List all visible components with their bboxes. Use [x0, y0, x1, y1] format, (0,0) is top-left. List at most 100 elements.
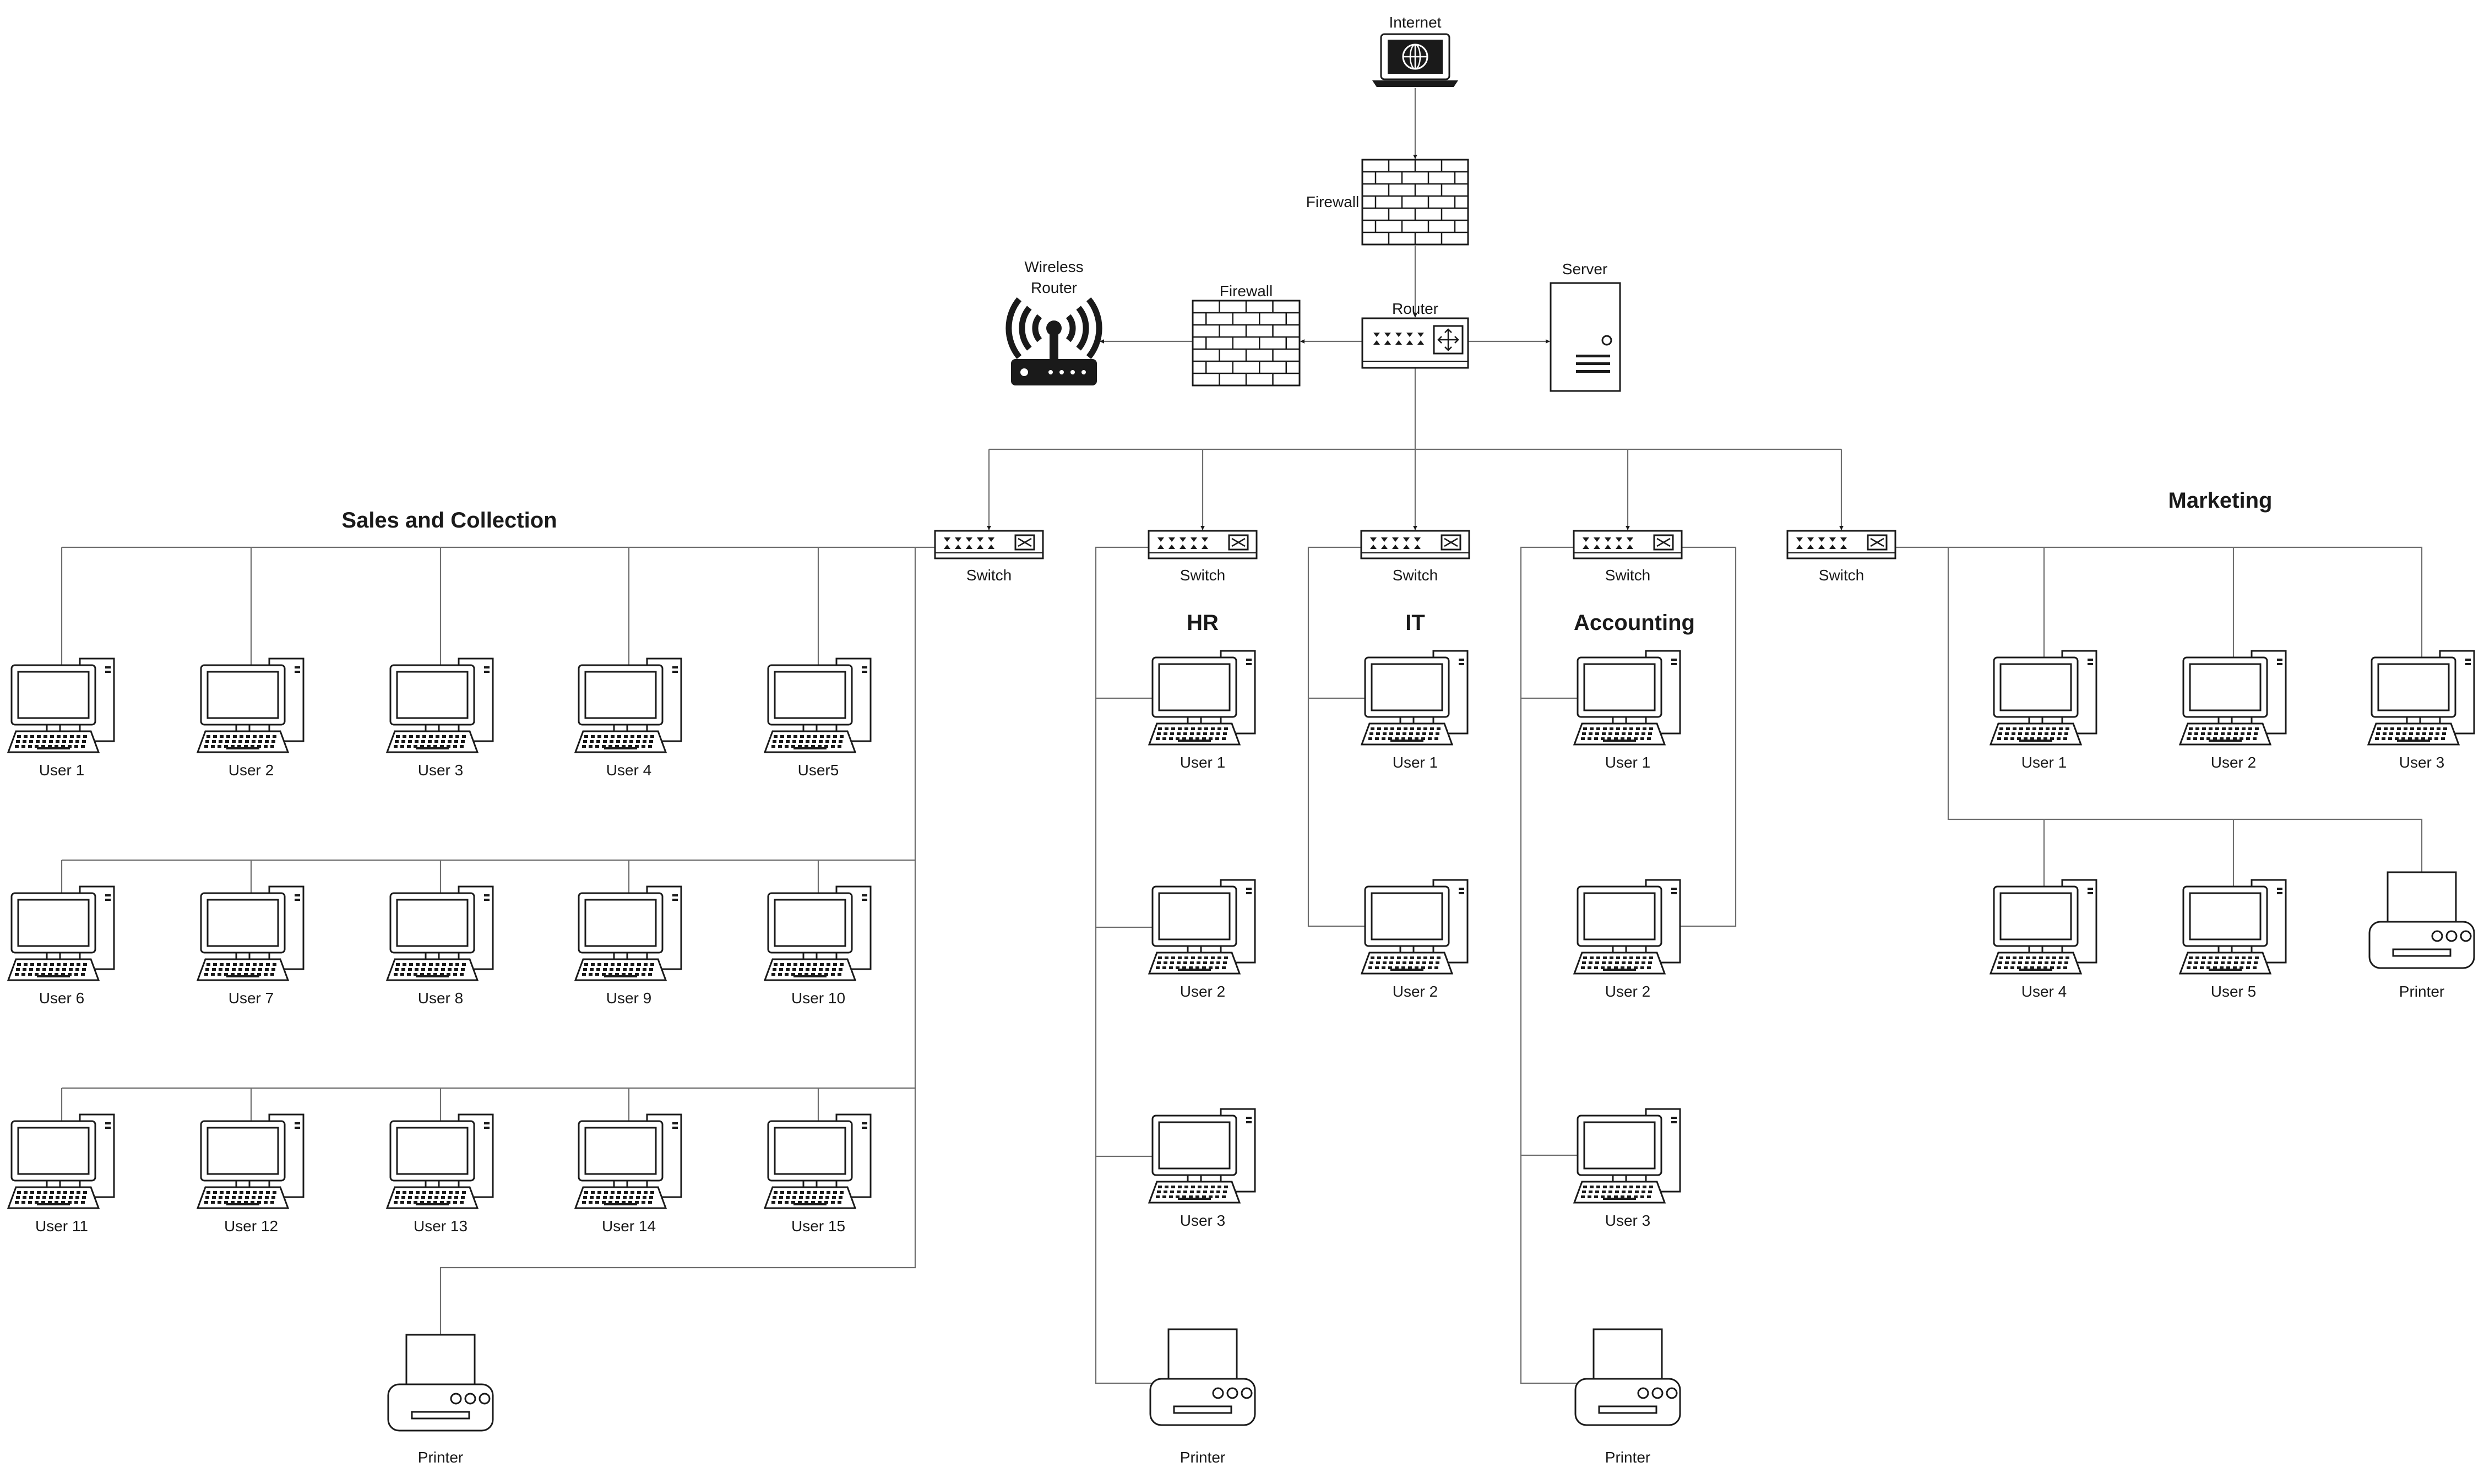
switch-label-1: Switch [966, 567, 1012, 584]
hr-user-label-3: User 3 [1180, 1212, 1225, 1229]
desktop-computer-icon[interactable] [7, 885, 115, 981]
hr-printer-label: Printer [1180, 1449, 1225, 1466]
desktop-computer-icon[interactable] [7, 657, 115, 753]
desktop-computer-icon[interactable] [1989, 650, 2097, 746]
desktop-computer-icon[interactable] [1360, 879, 1469, 975]
sales-user-label-6: User 6 [39, 990, 84, 1007]
network-switch-icon[interactable] [1148, 530, 1258, 559]
sales-user-label-8: User 8 [418, 990, 463, 1007]
brick-firewall-icon[interactable] [1361, 159, 1469, 246]
desktop-computer-icon[interactable] [385, 885, 494, 981]
hr-user-label-1: User 1 [1180, 754, 1225, 771]
accounting-printer-label: Printer [1605, 1449, 1650, 1466]
accounting-user-label-1: User 1 [1605, 754, 1650, 771]
desktop-computer-icon[interactable] [7, 1113, 115, 1209]
sales-printer-label: Printer [418, 1449, 463, 1466]
sales-user-label-13: User 13 [414, 1217, 468, 1235]
sales-user-label-3: User 3 [418, 762, 463, 779]
marketing-title: Marketing [2168, 488, 2273, 513]
router-icon[interactable] [1361, 317, 1469, 369]
labels-layer: InternetFirewallRouterServerFirewallWire… [35, 14, 2444, 1466]
it-user-label-1: User 1 [1393, 754, 1438, 771]
desktop-computer-icon[interactable] [1989, 879, 2097, 975]
sales-user-label-7: User 7 [229, 990, 274, 1007]
sales-user-label-4: User 4 [606, 762, 651, 779]
router-label: Router [1392, 300, 1438, 317]
devices-layer [7, 33, 2475, 1432]
marketing-user-label-3: User 3 [2399, 754, 2444, 771]
desktop-computer-icon[interactable] [574, 657, 682, 753]
desktop-computer-icon[interactable] [2178, 650, 2287, 746]
sales-user-label-15: User 15 [791, 1217, 845, 1235]
printer-icon[interactable] [1149, 1328, 1256, 1426]
connection-line [1895, 546, 2428, 700]
sales-user-label-5: User5 [798, 762, 839, 779]
sales-user-label-11: User 11 [35, 1217, 88, 1235]
switch-label-4: Switch [1605, 567, 1650, 584]
desktop-computer-icon[interactable] [574, 885, 682, 981]
desktop-computer-icon[interactable] [763, 1113, 872, 1209]
accounting-title: Accounting [1574, 611, 1695, 635]
desktop-computer-icon[interactable] [196, 885, 305, 981]
printer-icon[interactable] [1574, 1328, 1681, 1426]
desktop-computer-icon[interactable] [763, 885, 872, 981]
marketing-user-label-1: User 1 [2021, 754, 2067, 771]
sales-user-label-12: User 12 [224, 1217, 278, 1235]
desktop-computer-icon[interactable] [196, 1113, 305, 1209]
desktop-computer-icon[interactable] [1573, 879, 1681, 975]
accounting-user-label-2: User 2 [1605, 983, 1650, 1000]
it-title: IT [1405, 611, 1425, 635]
desktop-computer-icon[interactable] [574, 1113, 682, 1209]
desktop-computer-icon[interactable] [2178, 879, 2287, 975]
wireless-router-icon[interactable] [1005, 297, 1102, 385]
desktop-computer-icon[interactable] [1148, 1108, 1256, 1204]
switch-label-2: Switch [1180, 567, 1225, 584]
marketing-user-label-4: User 4 [2021, 983, 2067, 1000]
switch-label-5: Switch [1819, 567, 1864, 584]
hr-title: HR [1187, 611, 1219, 635]
wireless-router-label-line2: Router [1031, 279, 1077, 296]
desktop-computer-icon[interactable] [385, 657, 494, 753]
wireless-router-label-line1: Wireless [1024, 258, 1083, 275]
desktop-computer-icon[interactable] [1360, 650, 1469, 746]
connection-line [1095, 546, 1186, 1389]
marketing-user-label-2: User 2 [2211, 754, 2256, 771]
server-tower-icon[interactable] [1550, 282, 1621, 392]
sales-user-label-14: User 14 [602, 1217, 656, 1235]
hr-user-label-2: User 2 [1180, 983, 1225, 1000]
desktop-computer-icon[interactable] [1148, 879, 1256, 975]
desktop-computer-icon[interactable] [763, 657, 872, 753]
sales-user-label-1: User 1 [39, 762, 84, 779]
desktop-computer-icon[interactable] [1573, 650, 1681, 746]
switch-label-3: Switch [1393, 567, 1438, 584]
sales-user-label-9: User 9 [606, 990, 651, 1007]
printer-icon[interactable] [2368, 871, 2475, 969]
sales-title: Sales and Collection [341, 508, 557, 532]
desktop-computer-icon[interactable] [385, 1113, 494, 1209]
marketing-user-label-5: User 5 [2211, 983, 2256, 1000]
server-label: Server [1562, 260, 1607, 278]
desktop-computer-icon[interactable] [2367, 650, 2475, 746]
brick-firewall-icon[interactable] [1192, 300, 1301, 387]
connection-line [434, 547, 916, 1400]
accounting-user-label-3: User 3 [1605, 1212, 1650, 1229]
network-switch-icon[interactable] [1573, 530, 1683, 559]
laptop-globe-icon[interactable] [1372, 33, 1458, 87]
desktop-computer-icon[interactable] [1573, 1108, 1681, 1204]
sales-user-label-2: User 2 [229, 762, 274, 779]
network-switch-icon[interactable] [1786, 530, 1896, 559]
connection-line [1947, 547, 2428, 925]
marketing-printer-label: Printer [2399, 983, 2444, 1000]
sales-user-label-10: User 10 [791, 990, 845, 1007]
internet-label: Internet [1389, 14, 1442, 31]
network-switch-icon[interactable] [934, 530, 1044, 559]
network-switch-icon[interactable] [1360, 530, 1470, 559]
desktop-computer-icon[interactable] [196, 657, 305, 753]
it-user-label-2: User 2 [1393, 983, 1438, 1000]
firewall-top-label: Firewall [1306, 193, 1359, 210]
connection-line [1520, 546, 1610, 1389]
desktop-computer-icon[interactable] [1148, 650, 1256, 746]
printer-icon[interactable] [387, 1334, 494, 1432]
